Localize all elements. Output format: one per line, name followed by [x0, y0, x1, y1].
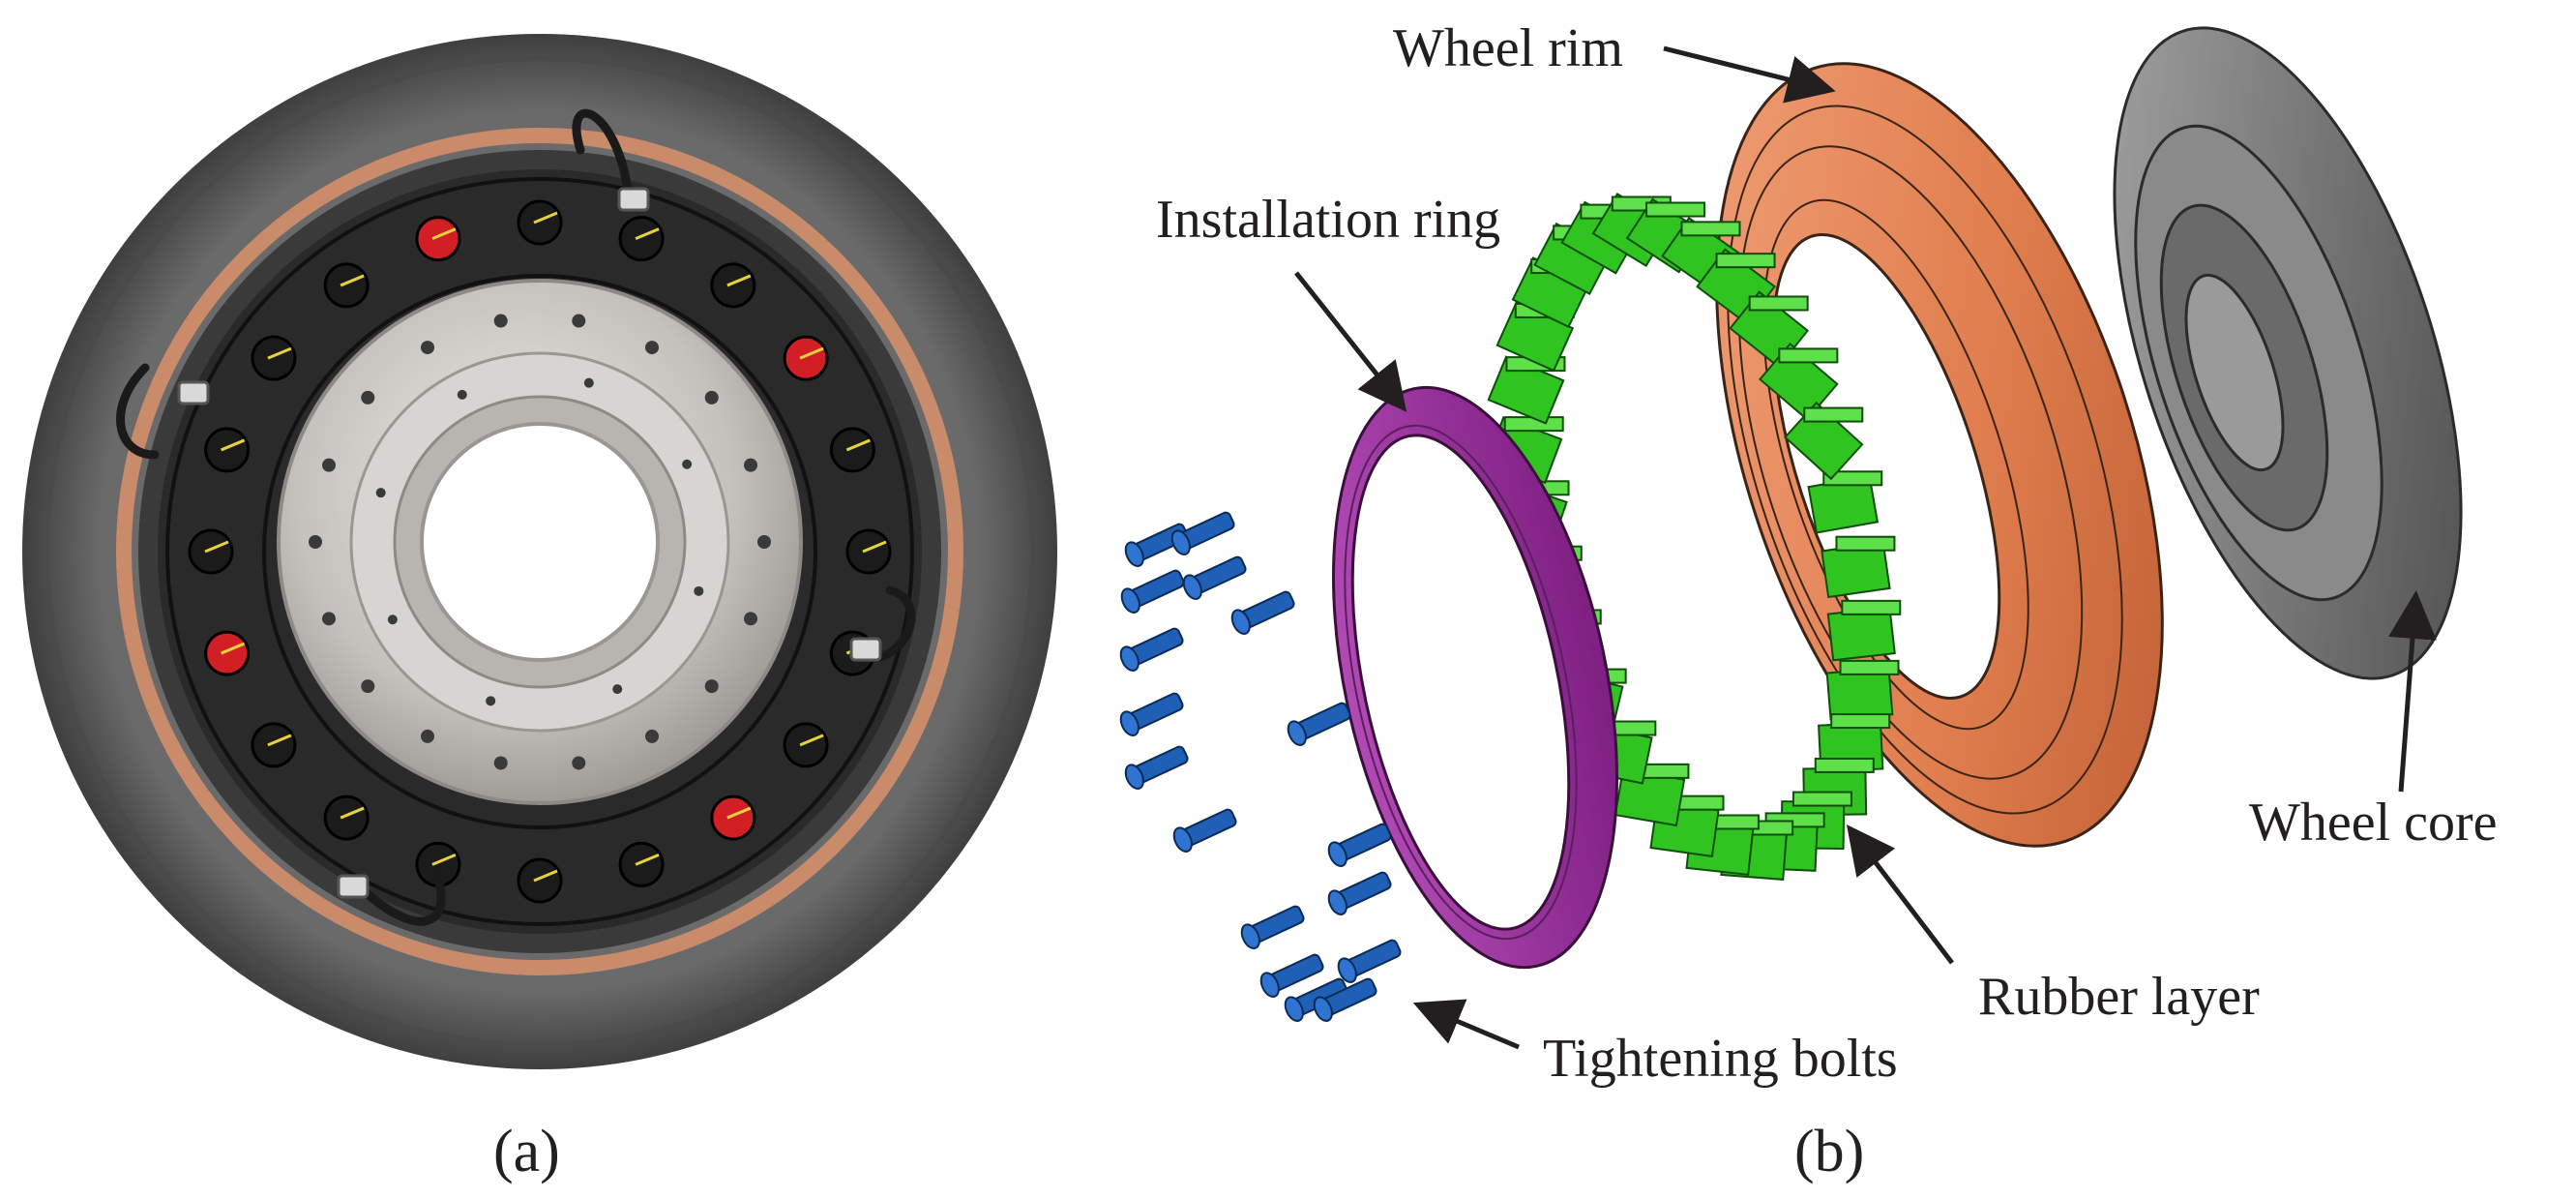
bolt-icon [1327, 871, 1392, 915]
bolt-icon [1259, 953, 1324, 998]
bolt-cap-icon [204, 427, 251, 473]
bolt-cap-icon [783, 722, 829, 768]
tightening-bolts [1119, 511, 1402, 1022]
bolt-icon [1313, 977, 1377, 1022]
arrow-icon [1412, 999, 1520, 1050]
bolt-cap-icon [251, 722, 297, 768]
bolt-cap-icon [251, 335, 297, 381]
label-installation-ring: Installation ring [1156, 190, 1500, 250]
copper-ring [116, 128, 963, 975]
hub-holes [309, 314, 771, 770]
bolt-cap-icon [323, 794, 370, 841]
label-wheel-rim: Wheel rim [1393, 18, 1623, 78]
wheel-core [2113, 26, 2463, 680]
bolt-cap-icon [517, 857, 563, 904]
arrow-icon [2388, 590, 2437, 793]
arrow-icon [1294, 271, 1407, 412]
photo-bolt-caps [188, 199, 892, 904]
wheel-rim [1715, 62, 2164, 848]
arrow-icon [1663, 45, 1836, 104]
bolt-icon [1119, 692, 1184, 736]
bolt-cap-icon [710, 262, 756, 309]
hub-bore [420, 422, 660, 662]
label-wheel-core: Wheel core [2249, 793, 2497, 853]
bolt-icon [1337, 939, 1402, 983]
bolt-cap-icon [323, 262, 370, 309]
arrow-icon [1846, 824, 1954, 965]
bolt-icon [1172, 808, 1237, 853]
bolt-cap-icon [517, 199, 563, 246]
bolt-cap-icon [829, 427, 875, 473]
bolt-icon [1124, 745, 1189, 790]
bolt-cap-icon [618, 841, 665, 887]
bolt-icon [1170, 511, 1235, 555]
label-rubber-layer: Rubber layer [1978, 967, 2260, 1027]
bolt-icon [1230, 590, 1295, 635]
bolt-cap-icon [188, 528, 234, 575]
bolt-cap-icon [415, 216, 461, 262]
bolt-cap-icon [204, 630, 251, 676]
caption-b: (b) [1794, 1119, 1864, 1184]
bolt-icon [1287, 702, 1351, 746]
bolt-icon [1240, 905, 1305, 949]
bolt-icon [1327, 823, 1392, 867]
installation-ring [1332, 385, 1618, 970]
label-tightening-bolts: Tightening bolts [1543, 1029, 1898, 1089]
cables [116, 108, 916, 926]
panel-b-assembly [1119, 26, 2463, 1022]
bolt-cap-icon [710, 794, 756, 841]
annotations: Wheel rim Installation ring Wheel core R… [493, 18, 2497, 1184]
bolt-icon [1119, 627, 1184, 672]
caption-a: (a) [493, 1119, 560, 1184]
cable-connectors [177, 187, 882, 899]
bolt-cap-icon [618, 216, 665, 262]
bolt-icon [1182, 555, 1247, 600]
bolt-icon [1120, 569, 1185, 614]
bolt-cap-icon [783, 335, 829, 381]
bolt-cap-icon [845, 528, 892, 575]
panel-a-photo [22, 34, 1057, 1069]
